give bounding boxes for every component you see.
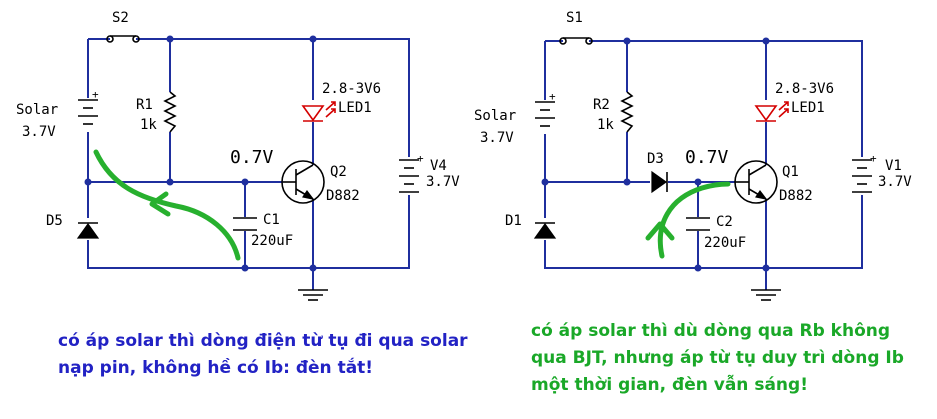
right-transistor-model: D882 — [779, 188, 813, 204]
right-resistor-value: 1k — [597, 117, 614, 133]
right-switch: S1 — [559, 10, 593, 45]
left-led-voltage: 2.8-3V6 — [322, 81, 381, 97]
left-transistor-model: D882 — [326, 188, 360, 204]
left-solar-cell: + Solar 3.7V — [16, 88, 99, 140]
right-caption: có áp solar thì dù dòng qua Rb không qua… — [531, 321, 904, 395]
right-capacitor-label: C2 — [716, 214, 733, 230]
right-resistor: R2 1k — [593, 91, 634, 133]
right-diode-label: D1 — [505, 213, 522, 229]
left-capacitor-value: 220uF — [251, 233, 293, 249]
right-battery-voltage: 3.7V — [878, 174, 912, 190]
right-battery: + V1 3.7V — [852, 152, 912, 193]
right-switch-label: S1 — [566, 10, 583, 26]
right-circuit: S1 + Solar 3.7V R2 1k D3 0.7V 2.8-3V6 — [474, 10, 912, 301]
right-battery-plus: + — [870, 152, 877, 165]
left-circuit: S2 + Solar 3.7V R1 1k 0.7V 2.8-3V6 LED1 — [16, 10, 460, 301]
left-caption: có áp solar thì dòng điện từ tụ đi qua s… — [58, 331, 468, 378]
left-base-voltage: 0.7V — [230, 147, 274, 168]
right-ground-icon — [751, 289, 781, 301]
left-switch-label: S2 — [112, 10, 129, 26]
right-junctions — [541, 37, 770, 272]
right-diode: D1 — [505, 213, 557, 239]
right-capacitor: C2 220uF — [686, 214, 746, 251]
right-led: 2.8-3V6 LED1 — [754, 81, 834, 122]
right-transistor: Q1 D882 — [734, 160, 813, 204]
left-battery-plus: + — [417, 152, 424, 165]
left-transistor: Q2 D882 — [281, 160, 360, 204]
right-series-diode-label: D3 — [647, 151, 664, 167]
left-switch: S2 — [106, 10, 140, 43]
right-capacitor-value: 220uF — [704, 235, 746, 251]
right-resistor-label: R2 — [593, 97, 610, 113]
left-led: 2.8-3V6 LED1 — [301, 81, 381, 122]
left-battery-voltage: 3.7V — [426, 174, 460, 190]
right-led-label: LED1 — [791, 100, 825, 116]
left-solar-voltage: 3.7V — [22, 124, 56, 140]
left-solar-label: Solar — [16, 102, 58, 118]
left-transistor-label: Q2 — [330, 164, 347, 180]
left-battery-label: V4 — [430, 158, 447, 174]
right-solar-cell: + Solar 3.7V — [474, 90, 556, 146]
left-current-arrow-icon — [93, 149, 241, 261]
right-led-voltage: 2.8-3V6 — [775, 81, 834, 97]
left-diode: D5 — [46, 213, 100, 239]
right-current-arrow-icon — [645, 181, 731, 259]
left-resistor-label: R1 — [136, 97, 153, 113]
left-capacitor-label: C1 — [263, 212, 280, 228]
right-series-diode: D3 — [647, 151, 668, 194]
left-diode-label: D5 — [46, 213, 63, 229]
right-solar-plus: + — [549, 90, 556, 103]
left-battery: + V4 3.7V — [399, 152, 460, 193]
left-resistor-value: 1k — [140, 117, 157, 133]
left-led-label: LED1 — [338, 100, 372, 116]
left-solar-plus: + — [92, 88, 99, 101]
right-transistor-label: Q1 — [782, 164, 799, 180]
right-base-voltage: 0.7V — [685, 147, 729, 168]
right-battery-label: V1 — [885, 158, 902, 174]
left-ground-icon — [298, 289, 328, 301]
left-capacitor: C1 220uF — [233, 212, 293, 249]
right-solar-label: Solar — [474, 108, 516, 124]
right-solar-voltage: 3.7V — [480, 130, 514, 146]
left-junctions — [84, 35, 317, 272]
left-resistor: R1 1k — [136, 91, 177, 133]
